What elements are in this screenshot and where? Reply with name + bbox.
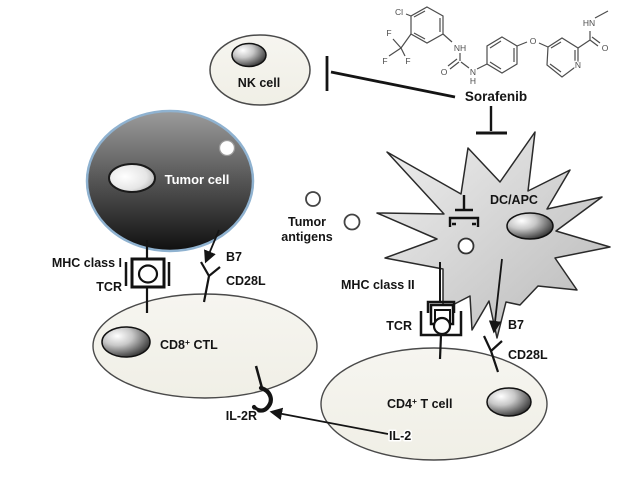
nk-cell: NK cell (209, 34, 311, 106)
ring-c (546, 37, 579, 78)
ring-a (410, 6, 444, 44)
nk-label: NK cell (238, 76, 280, 90)
mhc-class-1-label: MHC class I (52, 256, 122, 270)
dc-apc-cell: DC/APC (376, 131, 611, 339)
n-pyridine-atom: N (575, 60, 581, 70)
tumor-cell: Tumor cell (85, 109, 255, 253)
cd8-name: CD8 (160, 338, 185, 352)
il2r-label: IL-2R (226, 409, 257, 423)
il2-signaling: IL-2R IL-2 (224, 365, 413, 445)
dc-apc-body (376, 131, 611, 339)
ring-b-aromatic (489, 40, 515, 70)
cf3-bonds (388, 33, 412, 57)
cd4-nucleus (486, 387, 532, 417)
cd28l-left-label: CD28L (226, 274, 266, 288)
mhc1-peptide (137, 264, 159, 284)
cd28l-right-label: CD28L (508, 348, 548, 362)
b7-cd28l-left: B7 CD28L (200, 229, 267, 303)
tcr-right-label: TCR (386, 319, 412, 333)
sorafenib-label: Sorafenib (465, 89, 527, 104)
tumor-label: Tumor cell (165, 172, 230, 187)
cd4-rest: T cell (417, 397, 452, 411)
il2-arrow (269, 407, 389, 435)
f2-atom: F (382, 56, 387, 66)
mhc-claw-icon (448, 195, 480, 227)
cd8-nucleus (101, 326, 151, 358)
b7-cd28l-right: B7 CD28L (483, 258, 549, 373)
inhibit-nk-line (330, 70, 456, 99)
mhc2-peptide (432, 316, 452, 336)
mhc-class-2-label: MHC class II (341, 278, 415, 292)
sorafenib-structure: Cl F F F NH O N H O N HN O (381, 6, 610, 88)
il2r-receptor (251, 385, 273, 413)
n-urea-atom: N (470, 67, 476, 77)
tcr-left-label: TCR (96, 280, 122, 294)
cd4-name: CD4 (387, 397, 412, 411)
ether-bonds (516, 41, 549, 48)
b7-left-arrow (204, 229, 220, 264)
cd4-t-cell: CD4+ T cell (320, 347, 548, 461)
f1-atom: F (386, 28, 391, 38)
tumor-antigens: Tumor antigens (280, 191, 361, 246)
ring-b (486, 36, 518, 74)
nk-nucleus (231, 42, 267, 68)
antigen-dot-1 (305, 191, 321, 207)
urea-bonds (442, 33, 488, 70)
ring-a-aromatic (413, 10, 441, 40)
il2-label: IL-2 (389, 429, 411, 443)
hn-amide-atom: HN (583, 18, 595, 28)
il2r-stem (254, 365, 264, 389)
b7-left-label: B7 (226, 250, 242, 264)
mhc2-stem-bottom (438, 334, 443, 360)
mhc2-tcr-complex: MHC class II TCR (340, 262, 463, 360)
cd8-ctl-cell: CD8+ CTL (92, 293, 318, 399)
cd4-sup: + (412, 396, 417, 406)
tumor-vesicle (218, 139, 236, 157)
o-urea-atom: O (441, 67, 448, 77)
o-ether-atom: O (530, 36, 537, 46)
b7-right-label: B7 (508, 318, 524, 332)
cd8-sup: + (185, 337, 190, 347)
o-amide-atom: O (602, 43, 609, 53)
tumor-body (85, 109, 255, 253)
cd8-rest: CTL (190, 338, 218, 352)
cd8-label: CD8+ CTL (160, 337, 218, 352)
tumor-antigens-label-1: Tumor (288, 215, 326, 229)
cl-bond (405, 13, 412, 17)
sorafenib-inhibition: Sorafenib (325, 56, 529, 135)
ring-c-aromatic (549, 41, 576, 73)
h-urea-atom: H (470, 76, 476, 86)
amide-bonds (577, 10, 609, 49)
cd28l-left-receptor (200, 261, 221, 303)
tumor-nucleolus (108, 163, 156, 193)
dc-apc-label: DC/APC (490, 193, 538, 207)
nh-anilide-atom: NH (454, 43, 466, 53)
cd4-label: CD4+ T cell (387, 396, 452, 411)
tumor-antigens-label-2: antigens (281, 230, 332, 244)
cl-atom: Cl (395, 7, 403, 17)
mhc1-tcr-complex: MHC class I TCR (50, 240, 171, 313)
dc-nucleus (506, 212, 554, 240)
antigen-dot-2 (343, 213, 361, 231)
b7-right-arrow (488, 258, 503, 334)
cd28l-right-receptor (483, 335, 503, 373)
f3-atom: F (405, 56, 410, 66)
dc-antigen-dot (457, 237, 475, 255)
